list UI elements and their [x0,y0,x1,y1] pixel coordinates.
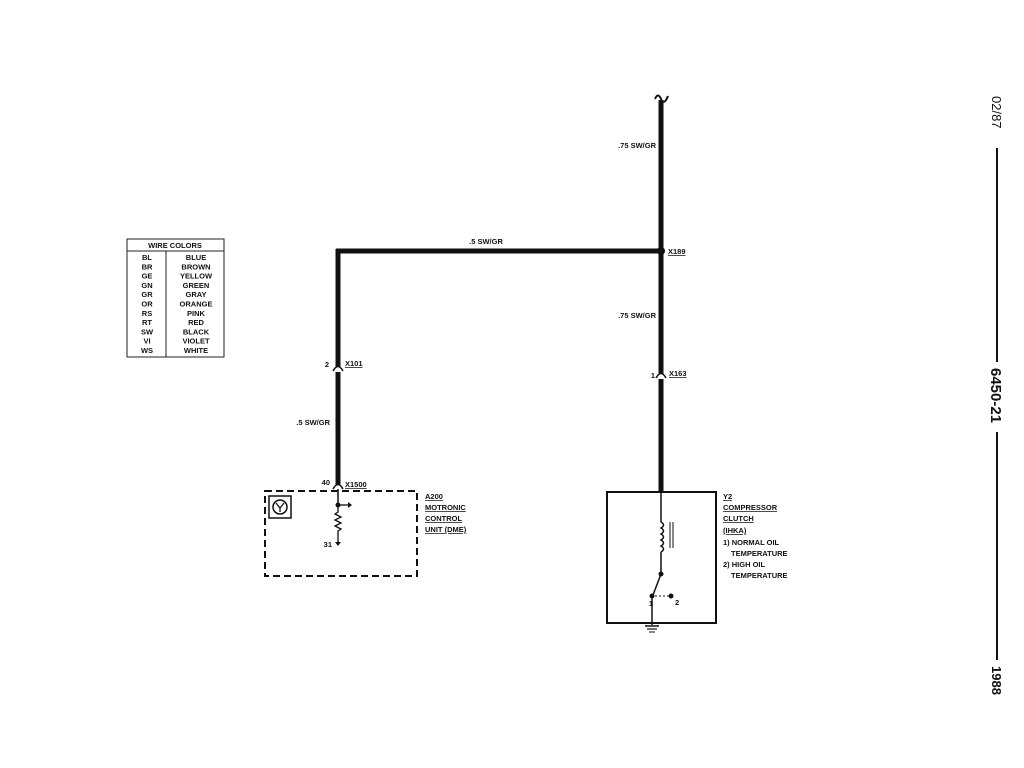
wire-color-name: BLUE [186,253,206,262]
wire-label-left-lower: .5 SW/GR [296,418,330,427]
x163-pin: 1 [651,371,655,380]
sidebar-date: 02/87 [989,96,1004,129]
connector-x101: 2 X101 [325,359,363,372]
wire-color-code: RS [142,309,152,318]
switch-icon [652,573,662,596]
wire-label-top-right: .75 SW/GR [618,141,657,150]
x189-label: X189 [668,247,686,256]
wire-color-name: YELLOW [180,272,213,281]
compressor-line1: COMPRESSOR [723,503,778,512]
compressor-clutch: 1 2 [606,491,717,633]
compressor-note2a: 2) HIGH OIL [723,560,766,569]
compressor-line2: CLUTCH [723,514,754,523]
dme-line2: CONTROL [425,514,462,523]
ground-icon [335,542,341,546]
x101-label: X101 [345,359,363,368]
compressor-id: Y2 [723,492,732,501]
wire-color-name: PINK [187,309,206,318]
dme-line3: UNIT (DME) [425,525,467,534]
page-sidebar: 02/87 6450-21 1988 [987,96,1004,695]
wire-label-horizontal: .5 SW/GR [469,237,503,246]
splice-x189: X189 [657,247,686,256]
switch-pos1: 1 [649,599,653,608]
wire-color-code: GE [142,272,153,281]
wire-break-mark [654,94,669,103]
wire-color-name: GREEN [183,281,210,290]
dme-module: 31 [264,489,418,577]
x1500-label: X1500 [345,480,367,489]
wire-color-name: RED [188,318,204,327]
wire-color-name: BLACK [183,327,210,336]
coil-icon [659,521,665,553]
wire-colors-table: WIRE COLORS BL BLUE BR BROWN GE YELLOW GN GREEN… [126,238,225,358]
dme-id: A200 [425,492,443,501]
compressor-legend: Y2 COMPRESSOR CLUTCH (IHKA) 1) NORMAL OI… [723,492,788,580]
connector-x1500: 40 X1500 [322,478,367,490]
switch-pos2: 2 [675,598,679,607]
compressor-note1a: 1) NORMAL OIL [723,538,780,547]
dme-ground-pin: 31 [324,540,332,549]
compressor-note2b: TEMPERATURE [731,571,788,580]
dme-line1: MOTRONIC [425,503,466,512]
wire-colors-rows: BL BLUE BR BROWN GE YELLOW GN GREEN GR GRAY OR ORAN… [141,253,213,355]
wire-network [335,94,669,493]
wire-color-name: WHITE [184,346,208,355]
sidebar-year: 1988 [989,666,1004,695]
wire-color-code: OR [141,300,153,309]
wire-color-code: VI [143,337,150,346]
compressor-note1b: TEMPERATURE [731,549,788,558]
wire-color-name: ORANGE [180,300,213,309]
wire-color-code: WS [141,346,153,355]
wire-color-name: GRAY [186,290,207,299]
x101-pin: 2 [325,360,329,369]
wire-color-code: RT [142,318,152,327]
dme-legend: A200 MOTRONIC CONTROL UNIT (DME) [425,492,467,534]
wire-color-name: VIOLET [182,337,210,346]
wire-color-code: GN [141,281,152,290]
sidebar-code: 6450-21 [987,368,1004,423]
x1500-pin: 40 [322,478,330,487]
x163-label: X163 [669,369,687,378]
wire-color-code: GR [141,290,153,299]
compressor-line3: (IHKA) [723,526,747,535]
wire-color-name: BROWN [181,262,210,271]
connector-x163: 1 X163 [651,369,687,380]
wire-color-code: SW [141,327,154,336]
wire-color-code: BL [142,253,152,262]
wire-color-code: BR [142,262,153,271]
resistor-icon [333,507,343,542]
wire-label-mid-right: .75 SW/GR [618,311,657,320]
wire-colors-title: WIRE COLORS [148,241,202,250]
